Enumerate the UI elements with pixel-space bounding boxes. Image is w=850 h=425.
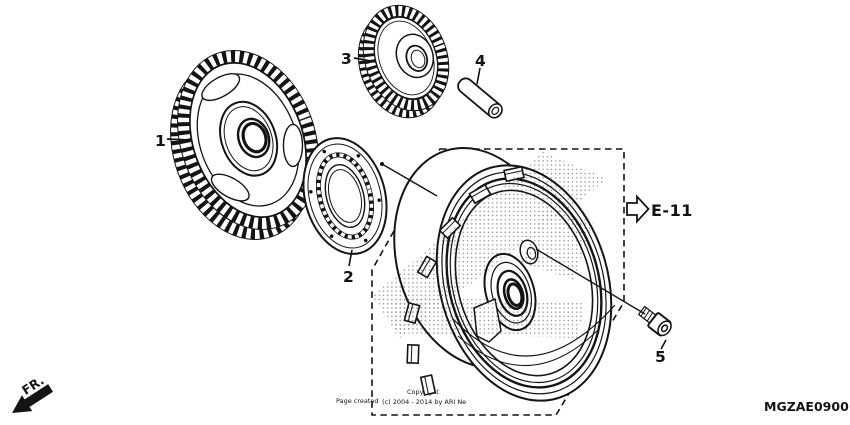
- clutch-rivets: [309, 149, 381, 243]
- fr-direction: FR.: [12, 373, 54, 413]
- flywheel: [372, 147, 616, 402]
- svg-text:Page created: Page created: [336, 397, 379, 405]
- stipple-shading: [372, 152, 608, 338]
- callout-2[interactable]: 2: [343, 268, 354, 286]
- one-way-clutch: [302, 137, 388, 255]
- e11-label: E-11: [651, 201, 693, 220]
- dowel-pin: [457, 77, 503, 119]
- e11-arrow-icon: [626, 194, 650, 224]
- svg-text:(c) 2004 - 2014 by ARI Ne: (c) 2004 - 2014 by ARI Ne: [382, 398, 466, 406]
- part-callouts: 1 2 3 4 5: [155, 50, 666, 366]
- e11-reference[interactable]: E-11: [626, 194, 693, 224]
- dashed-boundary-box: [371, 148, 625, 416]
- callout-3[interactable]: 3: [341, 50, 352, 68]
- callout-5[interactable]: 5: [655, 348, 666, 366]
- starting-clutch-gear: [170, 50, 319, 240]
- starter-driven-gear: [357, 4, 450, 119]
- leader-lines: [166, 57, 667, 350]
- callout-1[interactable]: 1: [155, 132, 166, 150]
- callout-4[interactable]: 4: [475, 52, 486, 70]
- diagram-code: MGZAE0900: [764, 399, 849, 414]
- flange-bolt: [637, 305, 672, 337]
- fr-arrow-icon: [12, 384, 54, 413]
- watermark-text: Copyright Page created (c) 2004 - 2014 b…: [336, 388, 466, 406]
